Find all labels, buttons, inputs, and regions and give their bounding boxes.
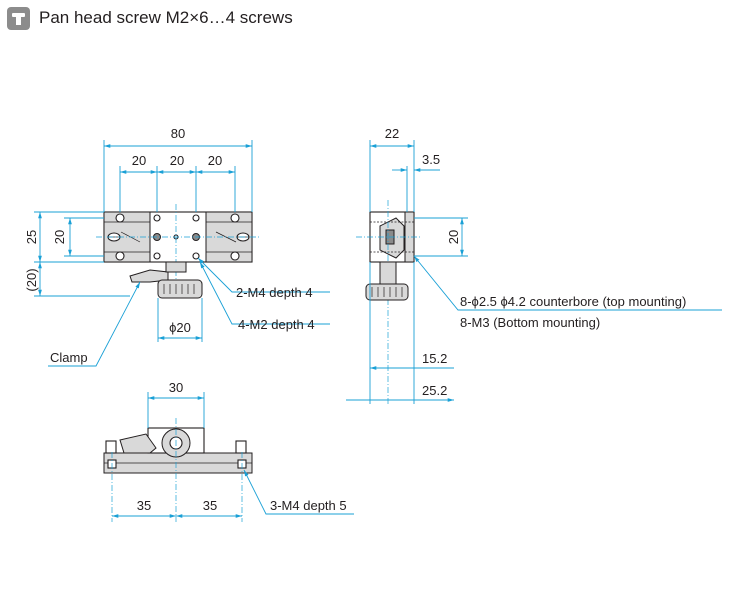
top-view-knob <box>157 279 203 299</box>
page-title: Pan head screw M2×6…4 screws <box>39 8 293 27</box>
dim-side-width-22: 22 <box>385 126 399 141</box>
top-view: 80 20 20 20 25 20 (20) ϕ20 2-M4 depth <box>24 126 330 367</box>
screw-icon <box>7 6 30 30</box>
top-view-knob-neck <box>165 261 187 273</box>
note-m3-bottom: 8-M3 (Bottom mounting) <box>460 315 600 330</box>
note-m4-depth-5: 3-M4 depth 5 <box>270 498 347 513</box>
clamp-label: Clamp <box>50 350 88 365</box>
dim-25-2: 25.2 <box>422 383 447 398</box>
dim-knob-diameter: ϕ20 <box>169 320 191 335</box>
note-counterbore: 8-ϕ2.5 ϕ4.2 counterbore (top mounting) <box>460 294 686 309</box>
dim-15-2: 15.2 <box>422 351 447 366</box>
dim-pitch-1: 20 <box>132 153 146 168</box>
dim-height-25: 25 <box>24 230 39 244</box>
dim-side-height-20: 20 <box>446 230 461 244</box>
page-header: Pan head screw M2×6…4 screws <box>7 6 293 30</box>
dim-pitch-35-left: 35 <box>137 498 151 513</box>
dim-pitch-3: 20 <box>208 153 222 168</box>
front-view: 30 35 35 3-M4 depth 5 <box>103 380 354 522</box>
dim-pitch-2: 20 <box>170 153 184 168</box>
side-view-knob-neck <box>379 261 397 285</box>
dim-front-width-30: 30 <box>169 380 183 395</box>
note-m2-depth-4: 4-M2 depth 4 <box>238 317 315 332</box>
dim-pitch-35-right: 35 <box>203 498 217 513</box>
side-view: 22 3.5 20 8-ϕ2.5 ϕ4.2 counterbore (top m… <box>346 126 722 404</box>
dim-clamp-extent: (20) <box>24 268 39 291</box>
side-view-knob <box>365 283 409 301</box>
front-view-clamp <box>119 433 157 454</box>
dim-height-20: 20 <box>52 230 67 244</box>
dim-overall-width: 80 <box>171 126 185 141</box>
dim-offset-3-5: 3.5 <box>422 152 440 167</box>
note-m4-depth-4: 2-M4 depth 4 <box>236 285 313 300</box>
